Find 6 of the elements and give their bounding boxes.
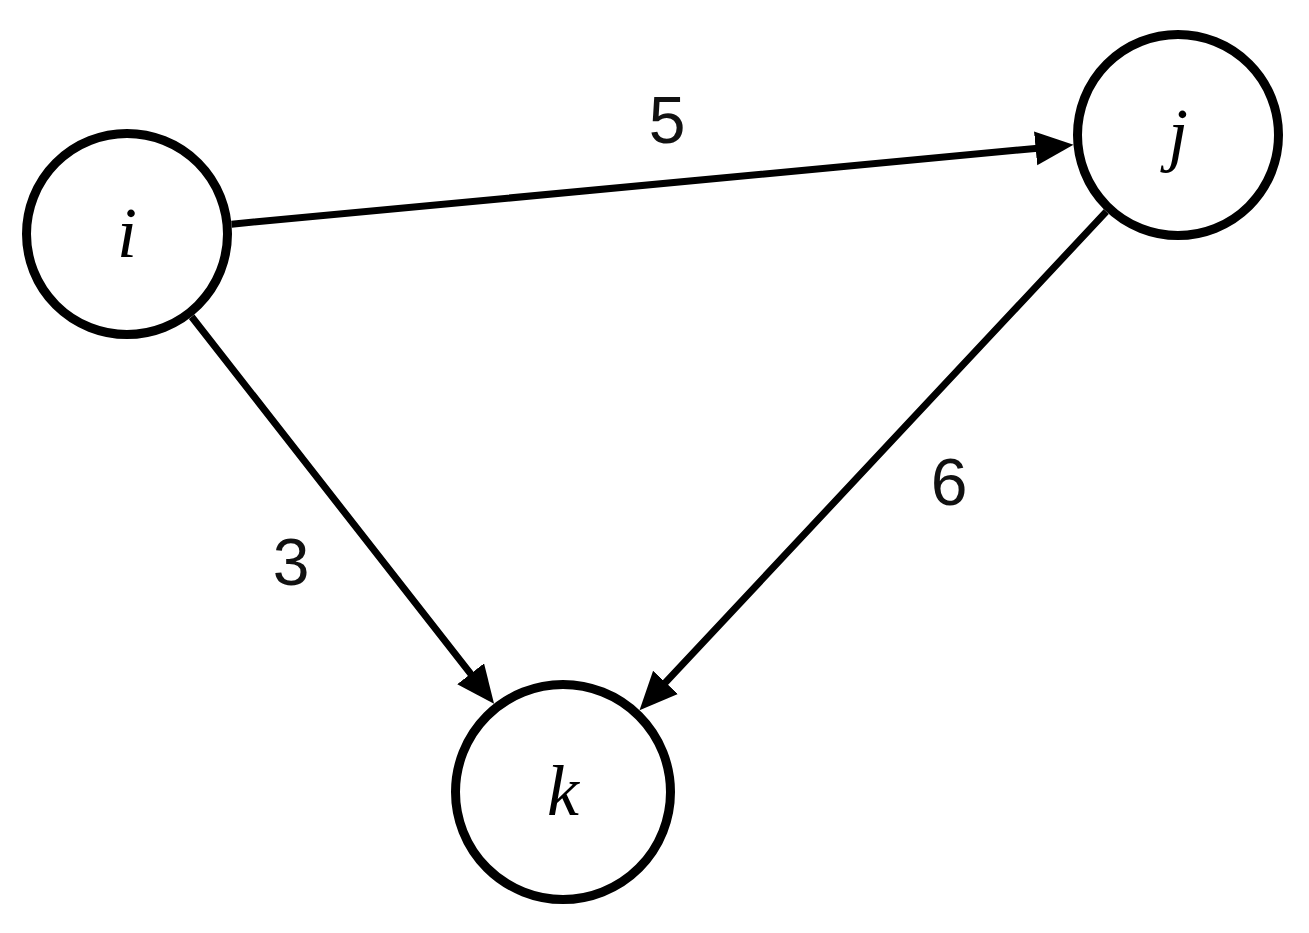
node-label: k	[546, 750, 581, 834]
arrow	[188, 314, 497, 706]
arrow	[231, 131, 1074, 228]
arrow	[637, 209, 1109, 713]
node-label: i	[116, 192, 138, 276]
node-label: j	[1155, 86, 1201, 184]
